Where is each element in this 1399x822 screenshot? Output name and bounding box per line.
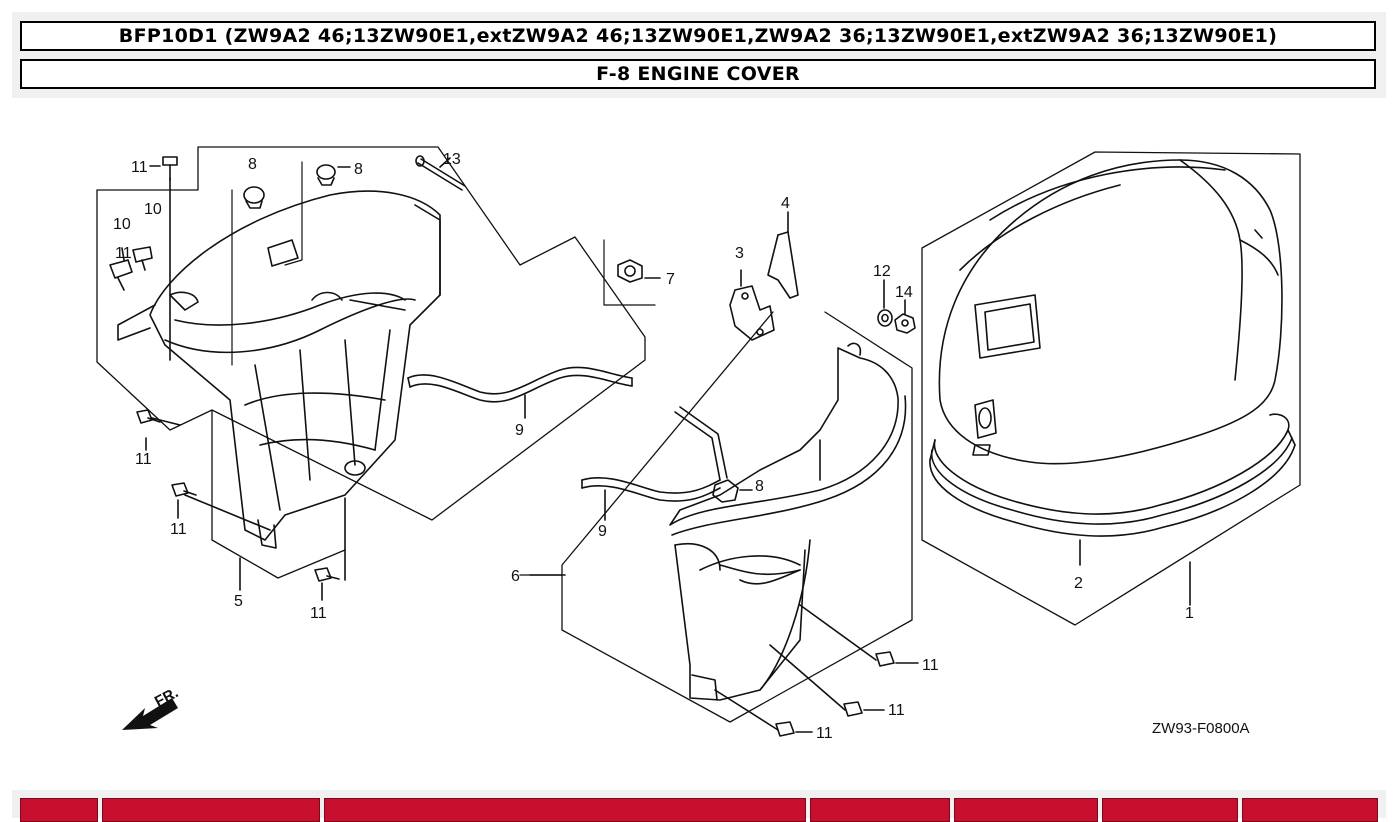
- part-13-pin: [415, 155, 466, 191]
- section-title: F-8 ENGINE COVER: [20, 59, 1376, 89]
- callout-11-mid: 11: [170, 521, 187, 538]
- left-group-outline: [96, 146, 646, 521]
- callout-7: 7: [666, 271, 675, 288]
- front-arrow-icon: FR.: [122, 684, 181, 730]
- table-header-col-7: [1242, 798, 1378, 822]
- callout-13: 13: [443, 151, 461, 168]
- parts-table-header: [12, 790, 1386, 822]
- part-8-grommet-top: [316, 164, 336, 186]
- header-panel: BFP10D1 (ZW9A2 46;13ZW90E1,extZW9A2 46;1…: [12, 12, 1386, 98]
- callout-1: 1: [1185, 605, 1194, 622]
- callout-5: 5: [234, 593, 243, 610]
- part-11-bolt-right-1: [799, 604, 895, 667]
- callout-2: 2: [1074, 575, 1083, 592]
- part-6-lower-cover: [669, 347, 899, 526]
- part-9-seal-left: [407, 366, 633, 403]
- part-4-spring-clip: [767, 211, 799, 299]
- callout-11-right-1: 11: [922, 657, 939, 674]
- part-14-nut: [894, 299, 916, 334]
- part-3-hinge-bracket: [729, 269, 775, 341]
- callout-9-middle: 9: [598, 523, 607, 540]
- callout-11-clip: 11: [115, 245, 132, 262]
- callout-6: 6: [511, 568, 520, 585]
- part-2-gasket: [929, 413, 1296, 537]
- part-11-bolt-top: [162, 156, 178, 181]
- table-header-col-5: [954, 798, 1098, 822]
- callout-3: 3: [735, 245, 744, 262]
- part-9-seal-middle: [581, 406, 728, 502]
- part-11-bolt-mid: [171, 482, 197, 497]
- part-11-bolt-right-2: [769, 644, 863, 717]
- callout-11-right-2: 11: [888, 702, 905, 719]
- part-7-nut: [603, 239, 656, 306]
- part-8-grommet-left: [243, 186, 265, 209]
- callout-4: 4: [781, 195, 790, 212]
- part-12-washer: [877, 279, 893, 327]
- part-8-grommet-middle: [712, 479, 739, 503]
- part-11-bolt-bottom: [314, 567, 340, 582]
- middle-group-outline: [561, 311, 913, 723]
- callout-11-top: 11: [131, 159, 148, 176]
- callout-12: 12: [873, 263, 891, 280]
- callout-8-middle: 8: [755, 478, 764, 495]
- table-header-col-4: [810, 798, 950, 822]
- part-5-inner-cover: [149, 190, 441, 541]
- callout-11-bottom: 11: [310, 605, 327, 622]
- part-1-engine-cover: [938, 159, 1283, 465]
- table-header-col-6: [1102, 798, 1238, 822]
- part-11-bolt-right-3: [714, 689, 795, 737]
- callout-8-left: 8: [248, 156, 257, 173]
- callout-10-b: 10: [144, 201, 162, 218]
- parts-diagram: FR. 1 2 3 4 5 6 7 8 8 8 9 9 10 10 11 11 …: [96, 146, 1301, 742]
- callout-14: 14: [895, 284, 913, 301]
- callout-numbers: 1 2 3 4 5 6 7 8 8 8 9 9 10 10 11 11 11 1…: [113, 151, 1194, 742]
- part-10-clip-b: [132, 246, 153, 271]
- diagram-code: ZW93-F0800A: [1152, 720, 1250, 737]
- callout-11-right-3: 11: [816, 725, 833, 742]
- part-11-bolt-left: [136, 409, 161, 424]
- table-header-col-3: [324, 798, 806, 822]
- callout-9-left: 9: [515, 422, 524, 439]
- right-group-outline: [921, 151, 1301, 626]
- table-header-col-2: [102, 798, 320, 822]
- table-header-col-1: [20, 798, 98, 822]
- callout-8-top: 8: [354, 161, 363, 178]
- part-10-clip-a: [109, 247, 133, 291]
- callout-11-left: 11: [135, 451, 152, 468]
- callout-10-a: 10: [113, 216, 131, 233]
- model-title: BFP10D1 (ZW9A2 46;13ZW90E1,extZW9A2 46;1…: [20, 21, 1376, 51]
